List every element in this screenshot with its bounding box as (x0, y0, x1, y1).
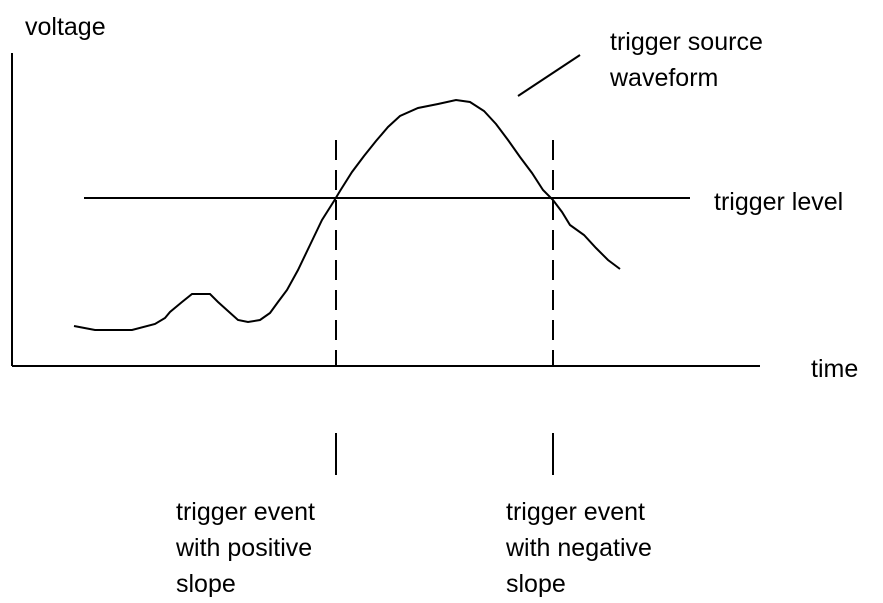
waveform-label-line2: waveform (609, 64, 718, 92)
negative-event-label-line1: trigger event (506, 498, 645, 526)
positive-event-label-line2: with positive (175, 534, 312, 562)
waveform-pointer-line (517, 54, 581, 97)
trigger-level-label: trigger level (714, 188, 843, 216)
time-axis-label: time (811, 355, 858, 383)
positive-event-label-line1: trigger event (176, 498, 315, 526)
positive-event-label-line3: slope (176, 570, 236, 598)
waveform-label-line1: trigger source (610, 28, 763, 56)
negative-event-label-line2: with negative (505, 534, 652, 562)
negative-event-label-line3: slope (506, 570, 566, 598)
trigger-source-waveform (73, 98, 621, 331)
voltage-axis-label: voltage (25, 13, 106, 41)
